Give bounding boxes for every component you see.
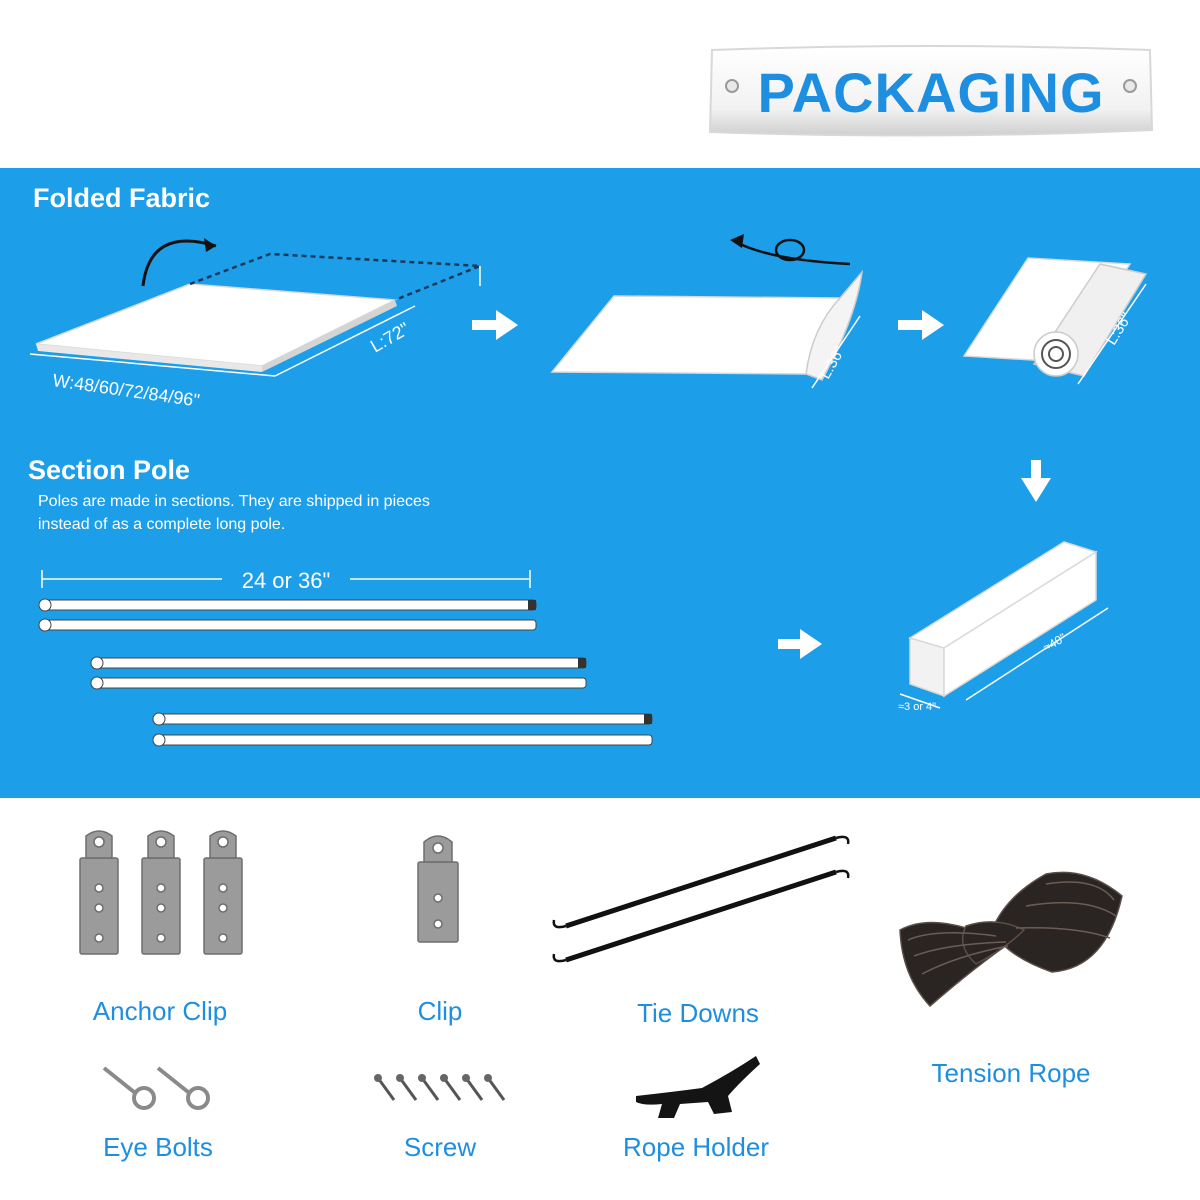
rope-holder-image	[636, 1056, 760, 1118]
screws-image	[374, 1074, 506, 1101]
width-label: W:48/60/72/84/96"	[51, 370, 201, 410]
folded-fabric-sheet	[29, 238, 481, 377]
pole-pair-1	[38, 598, 537, 632]
pole-length-dimension	[41, 570, 531, 588]
screw-hole-right-icon	[1123, 79, 1137, 93]
arrow-down-icon	[1021, 460, 1051, 502]
tension-rope-label: Tension Rope	[931, 1058, 1091, 1088]
arrow-right-icon	[898, 310, 944, 340]
screw-label: Screw	[403, 1132, 477, 1162]
header-plate	[708, 45, 1154, 137]
rope-holder-label: Rope Holder	[623, 1132, 769, 1162]
clip-image	[417, 835, 459, 943]
arrow-right-icon	[472, 310, 518, 340]
tie-downs-image	[552, 835, 850, 963]
clip-label: Clip	[417, 996, 463, 1026]
screw-hole-left-icon	[725, 79, 739, 93]
eye-bolts-label: Eye Bolts	[103, 1132, 213, 1162]
packaging-panel	[0, 168, 1200, 798]
roll-arrow-icon	[735, 240, 851, 266]
section-pole-description: Poles are made in sections. They are shi…	[38, 493, 430, 533]
fold-arrow-icon	[141, 239, 217, 287]
accessories-area	[0, 798, 1200, 1200]
tension-rope-image	[899, 871, 1123, 1008]
pole-pair-3	[152, 712, 653, 747]
package-length-label: ≈40"	[1041, 630, 1069, 654]
pole-length-label: 24 or 36"	[242, 568, 331, 593]
tie-downs-label: Tie Downs	[637, 998, 759, 1028]
eye-bolts-image	[102, 1066, 210, 1110]
length-label: L:72"	[367, 318, 413, 356]
rolled-fabric	[962, 257, 1148, 385]
anchor-clip-label: Anchor Clip	[92, 996, 228, 1026]
package-box	[899, 541, 1109, 709]
arrow-right-icon	[778, 629, 822, 659]
section-pole-title: Section Pole	[28, 455, 191, 485]
package-size-label: ≈3 or 4"	[898, 701, 936, 713]
anchor-clip-image	[79, 830, 243, 955]
folded-fabric-title: Folded Fabric	[33, 183, 211, 213]
page-title: PACKAGING	[757, 61, 1105, 124]
pole-pair-2	[90, 656, 587, 690]
section-poles	[38, 598, 653, 747]
packaging-diagram: W:48/60/72/84/96" L:72" L:36" L:36"	[29, 234, 1148, 747]
half-folded-fabric	[550, 234, 864, 389]
